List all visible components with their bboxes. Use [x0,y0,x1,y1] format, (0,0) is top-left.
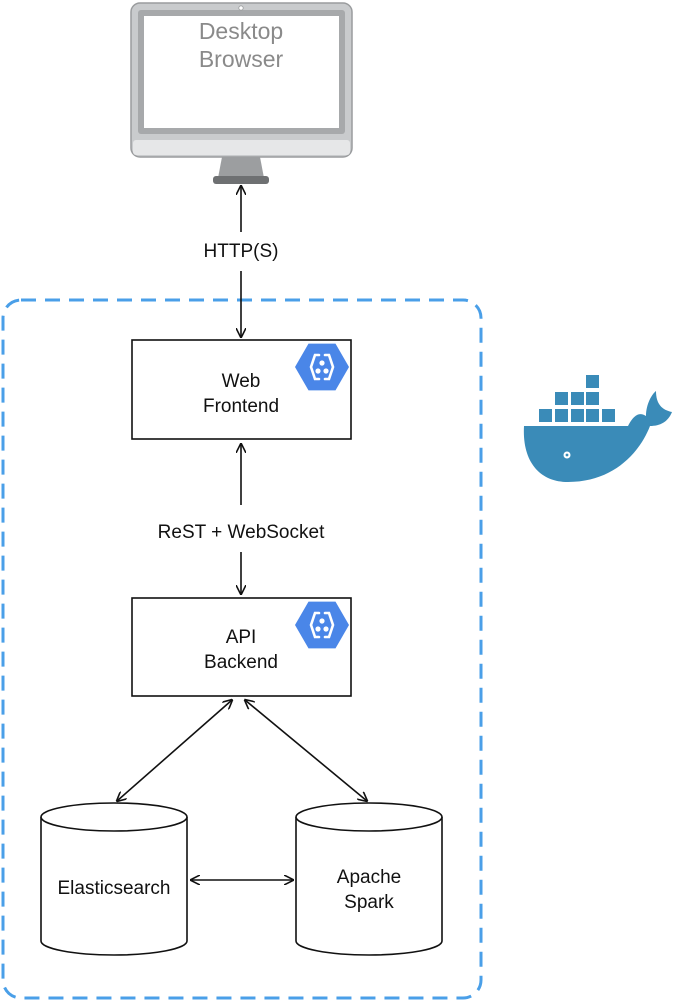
docker-whale-icon [523,375,672,482]
elasticsearch-node [40,802,188,956]
docker-container-boundary [1,298,483,1000]
elasticsearch-label: Elasticsearch [58,878,171,899]
api-backend-label-line1: API [226,627,257,648]
apache-spark-label-line2: Spark [344,892,394,913]
api-backend-label-line2: Backend [204,652,278,673]
apache-spark-node [295,802,443,956]
browser-label-line2: Browser [199,46,284,72]
browser-label-line1: Desktop [199,18,283,44]
gcp-hexagon-icon [295,343,349,391]
edge-label-http: HTTP(S) [204,241,279,262]
web-frontend-label-line1: Web [222,371,261,392]
arrow-backend-spark [245,700,367,801]
apache-spark-label-line1: Apache [337,867,401,888]
web-frontend-label-line2: Frontend [203,396,279,417]
edge-label-rest-websocket: ReST + WebSocket [158,522,325,543]
desktop-monitor-icon [130,2,353,184]
gcp-hexagon-icon [295,601,349,649]
arrow-backend-elasticsearch [117,700,232,801]
